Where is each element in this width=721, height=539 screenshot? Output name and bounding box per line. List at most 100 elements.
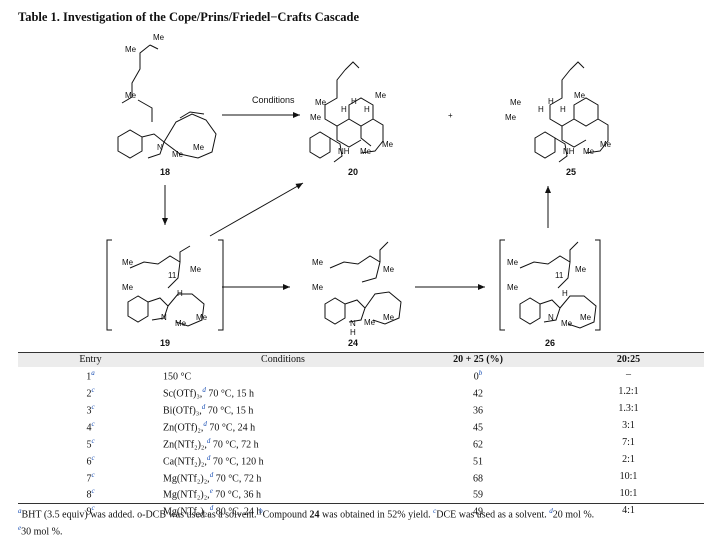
cell-ratio: 10:1 — [619, 470, 638, 482]
label-me: Me — [360, 147, 372, 156]
cell-entry: 9c — [86, 504, 95, 518]
label-me: Me — [122, 283, 134, 292]
cell-ratio: 3:1 — [622, 419, 635, 431]
header-conditions: Conditions — [163, 353, 403, 367]
structure-19 — [127, 245, 205, 327]
header-yield: 20 + 25 (%) — [403, 353, 553, 367]
label-me: Me — [190, 265, 202, 274]
cell-yield: 62 — [473, 439, 483, 451]
cell-entry: 5c — [86, 436, 95, 451]
label-me: Me — [310, 113, 322, 122]
cell-conditions: Mg(NTf₂)₂,d 80 °C, 24 h — [163, 504, 262, 518]
footnote-e-mark: e — [18, 523, 22, 532]
structure-26 — [519, 241, 597, 329]
label-me: Me — [507, 283, 519, 292]
footnote-d: 20 mol %. — [552, 509, 595, 521]
cell-conditions: Bi(OTf)₃,d 70 °C, 15 h — [163, 402, 254, 417]
cell-entry: 7c — [86, 470, 95, 484]
label-me: Me — [315, 98, 327, 107]
reaction-scheme: Conditions + 18 20 25 19 24 26 Me Me Me … — [106, 33, 612, 348]
label-me: Me — [312, 258, 324, 267]
cell-conditions: 150 °C — [163, 371, 192, 383]
label-n: N — [157, 143, 163, 152]
compound-18-label: 18 — [160, 167, 170, 177]
structure-24 — [324, 241, 402, 325]
label-eleven: 11 — [168, 271, 177, 280]
label-h: H — [560, 105, 566, 114]
label-me: Me — [505, 113, 517, 122]
label-h: H — [351, 97, 357, 106]
cell-ratio: 1.2:1 — [618, 386, 639, 398]
cell-ratio: 1.3:1 — [618, 403, 639, 414]
label-n: N — [161, 313, 167, 322]
label-me: Me — [172, 150, 184, 159]
footnote-b-pre: Compound — [262, 509, 310, 521]
compound-19-label: 19 — [160, 338, 170, 348]
label-h: H — [562, 289, 568, 298]
plus-sign: + — [448, 111, 453, 120]
label-me: Me — [193, 143, 205, 152]
footnote-c-mark: c — [433, 507, 437, 515]
footnote-a: BHT (3.5 equiv) was added. o-DCB was use… — [21, 509, 257, 521]
label-me: Me — [312, 283, 324, 292]
cell-conditions: Sc(OTf)₃,d 70 °C, 15 h — [163, 385, 254, 400]
cell-entry: 4c — [86, 419, 95, 434]
table-top-rule — [18, 352, 704, 353]
label-me: Me — [574, 91, 586, 100]
label-me: Me — [507, 258, 519, 267]
label-me: Me — [375, 91, 387, 100]
table-title: Table 1. Investigation of the Cope/Prins… — [18, 10, 360, 24]
label-n: N — [548, 313, 554, 322]
cell-entry: 2c — [86, 385, 95, 400]
cell-yield: 0b — [473, 369, 483, 383]
label-me: Me — [122, 258, 134, 267]
conditions-label: Conditions — [252, 95, 295, 105]
cell-entry: 6c — [86, 453, 95, 467]
cell-yield: 59 — [473, 489, 483, 501]
header-ratio: 20:25 — [553, 353, 704, 367]
label-me: Me — [175, 319, 187, 328]
label-me: Me — [125, 91, 137, 100]
structure-20 — [309, 61, 384, 163]
label-nh: NH — [338, 147, 350, 156]
cell-yield: 68 — [473, 472, 483, 484]
cell-conditions: Zn(OTf)₂,d 70 °C, 24 h — [163, 419, 256, 434]
compound-24-label: 24 — [348, 338, 358, 348]
footnote-b-post: was obtained in 52% yield. — [319, 509, 431, 521]
cell-yield: 51 — [473, 455, 483, 467]
label-me: Me — [600, 140, 612, 149]
cell-conditions: Mg(NTf₂)₂,d 70 °C, 72 h — [163, 470, 262, 484]
label-me: Me — [510, 98, 522, 107]
footnote-c: DCE was used as a solvent. — [436, 509, 547, 521]
structure-25 — [534, 61, 609, 163]
label-h: H — [538, 105, 544, 114]
label-me: Me — [364, 318, 376, 327]
footnote-b-mark: b — [259, 507, 263, 515]
compound-25-label: 25 — [566, 167, 576, 177]
label-me: Me — [583, 147, 595, 156]
footnote-e: 30 mol %. — [21, 526, 63, 538]
cell-entry: 1a — [86, 369, 95, 383]
label-me: Me — [382, 140, 394, 149]
structure-18 — [117, 44, 217, 159]
arrow-19-to-20 — [209, 182, 304, 237]
table-bottom-rule — [18, 503, 704, 504]
label-me: Me — [125, 45, 137, 54]
label-me: Me — [561, 319, 573, 328]
cell-conditions: Ca(NTf₂)₂,d 70 °C, 120 h — [163, 453, 264, 467]
cell-entry: 3c — [86, 402, 95, 417]
label-h: H — [548, 97, 554, 106]
cell-conditions: Zn(NTf₂)₂,d 70 °C, 72 h — [163, 436, 259, 451]
label-me: Me — [383, 313, 395, 322]
label-n: N — [350, 319, 356, 328]
label-nh: NH — [563, 147, 575, 156]
label-me: Me — [153, 33, 165, 42]
label-me: Me — [580, 313, 592, 322]
label-eleven: 11 — [555, 271, 564, 280]
cell-ratio: 10:1 — [619, 487, 638, 499]
